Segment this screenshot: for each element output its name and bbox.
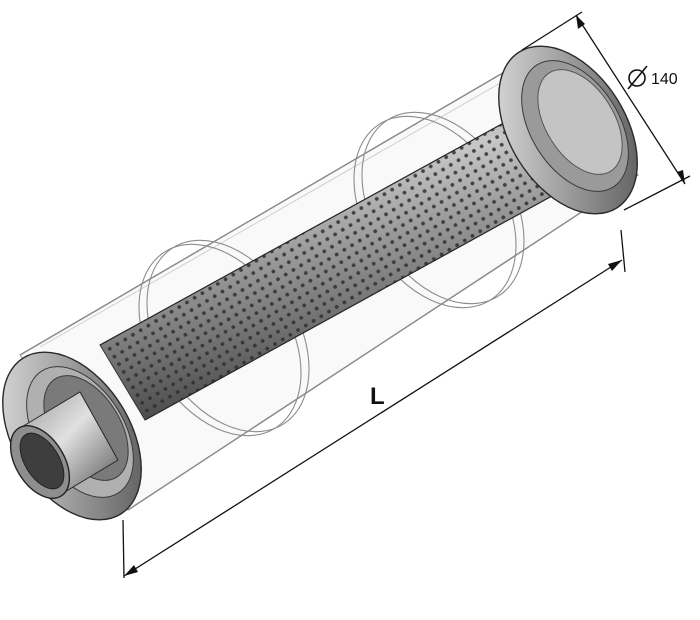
length-label: L (370, 383, 385, 410)
diameter-label: 140 (651, 71, 678, 88)
length-dimension (122, 229, 626, 579)
diameter-symbol-icon (627, 65, 648, 90)
inlet-stub-pipe (9, 391, 119, 499)
diameter-dimension (521, 11, 691, 211)
right-flange (498, 45, 638, 215)
